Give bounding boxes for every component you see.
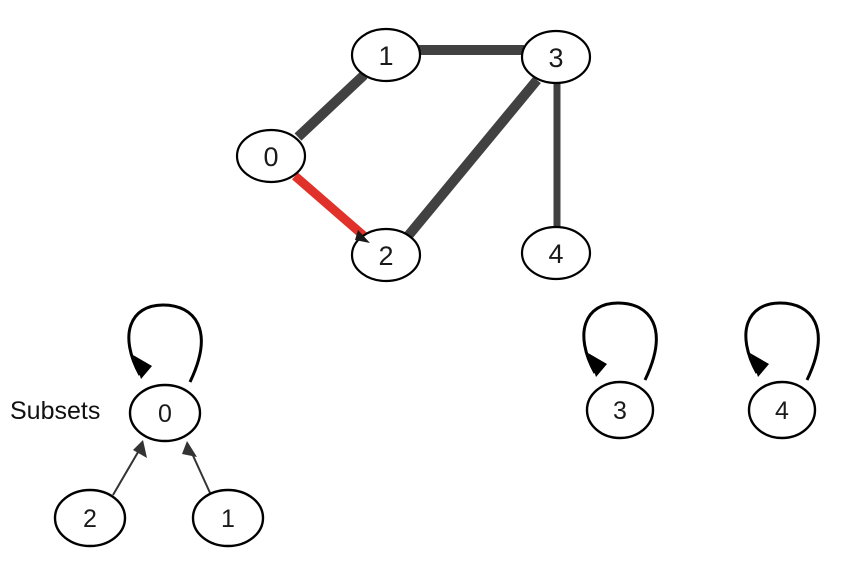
node-label: 3 — [548, 43, 563, 73]
edge-3-2 — [404, 76, 541, 240]
subset-node-3[interactable]: 3 — [585, 380, 655, 440]
node-circle — [128, 383, 202, 443]
node-circle — [53, 488, 127, 548]
edge-0-2-highlighted — [292, 172, 367, 240]
subset-tree-4: 4 — [744, 301, 820, 440]
node-label: 2 — [378, 241, 393, 271]
subset-tree-3: 3 — [582, 301, 658, 440]
subset-tree-0: 0 2 1 — [53, 303, 265, 548]
node-circle — [350, 27, 422, 83]
graph-node-1[interactable]: 1 — [350, 27, 422, 83]
self-loop-arrowhead-3 — [588, 353, 607, 377]
node-circle — [520, 29, 592, 85]
graph-nodes: 0 1 2 3 4 — [235, 27, 592, 283]
subset-edge-1-to-0 — [189, 448, 212, 496]
node-label: 4 — [775, 397, 789, 425]
self-loop-arrowhead-4 — [750, 353, 769, 377]
subset-node-2[interactable]: 2 — [53, 488, 127, 548]
subset-edge-2-to-0 — [112, 446, 142, 496]
node-circle — [235, 128, 307, 184]
graph-node-0[interactable]: 0 — [235, 128, 307, 184]
node-circle — [747, 380, 817, 440]
self-loop-path-3 — [582, 301, 658, 381]
node-label: 0 — [263, 142, 278, 172]
node-circle — [585, 380, 655, 440]
subset-node-1[interactable]: 1 — [191, 488, 265, 548]
node-label: 1 — [221, 505, 235, 533]
self-loop-path-4 — [744, 301, 820, 381]
graph-edges — [292, 45, 561, 240]
subset-node-4[interactable]: 4 — [747, 380, 817, 440]
node-label: 2 — [83, 505, 97, 533]
graph-node-4[interactable]: 4 — [520, 225, 592, 281]
node-label: 4 — [548, 239, 563, 269]
graph-node-3[interactable]: 3 — [520, 29, 592, 85]
subsets-label: Subsets — [10, 397, 100, 425]
subset-node-0[interactable]: 0 — [128, 383, 202, 443]
subset-arrowhead-1-to-0 — [182, 441, 197, 457]
node-label: 3 — [613, 397, 627, 425]
node-circle — [191, 488, 265, 548]
edge-0-1 — [294, 71, 368, 141]
node-label: 0 — [158, 400, 172, 428]
node-label: 1 — [378, 41, 393, 71]
self-loop-arrowhead-0 — [133, 355, 152, 379]
node-circle — [520, 225, 592, 281]
self-loop-path-0 — [127, 303, 203, 383]
subset-arrowhead-2-to-0 — [133, 440, 147, 458]
edge-0-2-arrowhead — [355, 230, 370, 243]
